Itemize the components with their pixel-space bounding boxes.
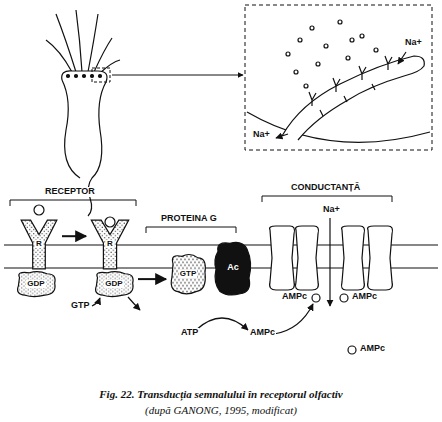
g-protein-active-outline bbox=[171, 255, 205, 294]
g-protein-outline bbox=[18, 272, 56, 297]
olfactory-neuron bbox=[88, 14, 98, 72]
cilium-inset bbox=[276, 134, 288, 138]
cilium-inset bbox=[350, 38, 354, 42]
ion-label: Na+ bbox=[404, 38, 423, 48]
zoom-frame bbox=[92, 68, 110, 82]
ion-channel bbox=[368, 226, 393, 290]
receptor-protein-outline bbox=[91, 220, 128, 269]
figure-caption: Fig. 22. Transducția semnalului în recep… bbox=[0, 388, 442, 401]
section-title: PROTEINA G bbox=[160, 214, 218, 224]
cilium-inset bbox=[338, 20, 342, 24]
flow-arrows bbox=[92, 218, 330, 334]
olfactory-neuron bbox=[83, 75, 86, 78]
olfactory-neuron bbox=[75, 75, 78, 78]
section-title: RECEPTOR bbox=[44, 187, 96, 197]
brackets bbox=[10, 196, 392, 233]
section-title: CONDUCTANȚĂ bbox=[290, 183, 361, 193]
molecule-label: GTP bbox=[70, 301, 91, 311]
cilium-inset bbox=[310, 26, 314, 30]
olfactory-neuron bbox=[99, 75, 102, 78]
node-label: GDP bbox=[26, 280, 45, 289]
molecule-label: AMPc bbox=[359, 344, 386, 354]
molecule-label: ATP bbox=[180, 328, 199, 338]
node-label: GTP bbox=[179, 270, 197, 279]
adenylate-cyclase-outline bbox=[215, 242, 251, 295]
g-protein-active: GTP bbox=[168, 252, 208, 296]
g-protein: GDP bbox=[92, 270, 136, 298]
flow-arrows bbox=[128, 297, 140, 310]
node-label: R bbox=[35, 240, 43, 249]
adenylate-cyclase: Ac bbox=[212, 240, 254, 296]
ion-channel bbox=[342, 226, 365, 290]
node-label: Ac bbox=[226, 263, 240, 273]
receptor-protein-outline bbox=[21, 220, 57, 269]
zoom-frame bbox=[245, 5, 432, 150]
olfactory-neuron bbox=[76, 10, 82, 72]
ion-channel bbox=[340, 294, 348, 302]
cilium-inset bbox=[374, 48, 378, 52]
cilium-inset bbox=[309, 92, 316, 106]
receptor-protein: R bbox=[18, 218, 60, 270]
cilium-inset bbox=[247, 112, 430, 142]
molecule-label: AMPc bbox=[249, 328, 276, 338]
ion-channel bbox=[296, 226, 319, 290]
odorant-molecule bbox=[105, 217, 115, 227]
cilium-inset bbox=[360, 34, 364, 38]
zoom-frame bbox=[92, 5, 432, 150]
zoom-frame bbox=[112, 75, 243, 76]
source-note: (după GANONG, 1995, modificat) bbox=[0, 404, 442, 417]
ion-channel bbox=[270, 226, 393, 354]
molecule-label: AMPc bbox=[281, 292, 308, 302]
cilium-inset bbox=[294, 70, 298, 74]
cilium-inset bbox=[359, 66, 366, 80]
cilium-inset bbox=[320, 84, 375, 116]
olfactory-neuron bbox=[62, 80, 80, 178]
olfactory-neuron bbox=[46, 10, 120, 216]
flow-arrows bbox=[92, 298, 100, 306]
molecule-label: AMPc bbox=[351, 292, 378, 302]
olfactory-neuron bbox=[67, 75, 70, 78]
node-label: GDP bbox=[104, 280, 123, 289]
activation-arrow bbox=[62, 235, 86, 237]
cilium-inset bbox=[282, 56, 424, 140]
receptor-protein: R bbox=[88, 218, 132, 270]
brackets bbox=[262, 196, 392, 202]
ion-label: Na+ bbox=[252, 130, 271, 140]
ion-channel bbox=[270, 226, 295, 290]
cilium-inset bbox=[247, 20, 430, 142]
olfactory-neuron bbox=[56, 14, 76, 72]
brackets bbox=[10, 200, 136, 206]
olfactory-neuron bbox=[46, 40, 72, 72]
ion-channel bbox=[312, 294, 320, 302]
g-protein: GDP bbox=[14, 270, 58, 298]
flow-arrows bbox=[196, 318, 248, 330]
odorant-molecule bbox=[34, 205, 44, 215]
g-protein-outline bbox=[96, 272, 134, 297]
cilium-inset bbox=[304, 84, 308, 88]
flow-arrows bbox=[274, 304, 313, 334]
cilium-inset bbox=[398, 52, 406, 64]
ion-label: Na+ bbox=[322, 205, 341, 215]
cilium-inset bbox=[346, 56, 350, 60]
cilium-inset bbox=[333, 78, 340, 92]
activation-arrow bbox=[138, 278, 166, 280]
cilium-inset bbox=[298, 38, 302, 42]
cilium-inset bbox=[324, 44, 328, 48]
brackets bbox=[146, 227, 236, 233]
ion-channel bbox=[348, 346, 356, 354]
node-label: R bbox=[106, 240, 114, 249]
cilium-inset bbox=[316, 62, 320, 66]
cilium-inset bbox=[385, 56, 392, 70]
olfactory-neuron bbox=[94, 38, 112, 72]
cilium-inset bbox=[286, 52, 290, 56]
flow-arrows bbox=[329, 218, 330, 306]
